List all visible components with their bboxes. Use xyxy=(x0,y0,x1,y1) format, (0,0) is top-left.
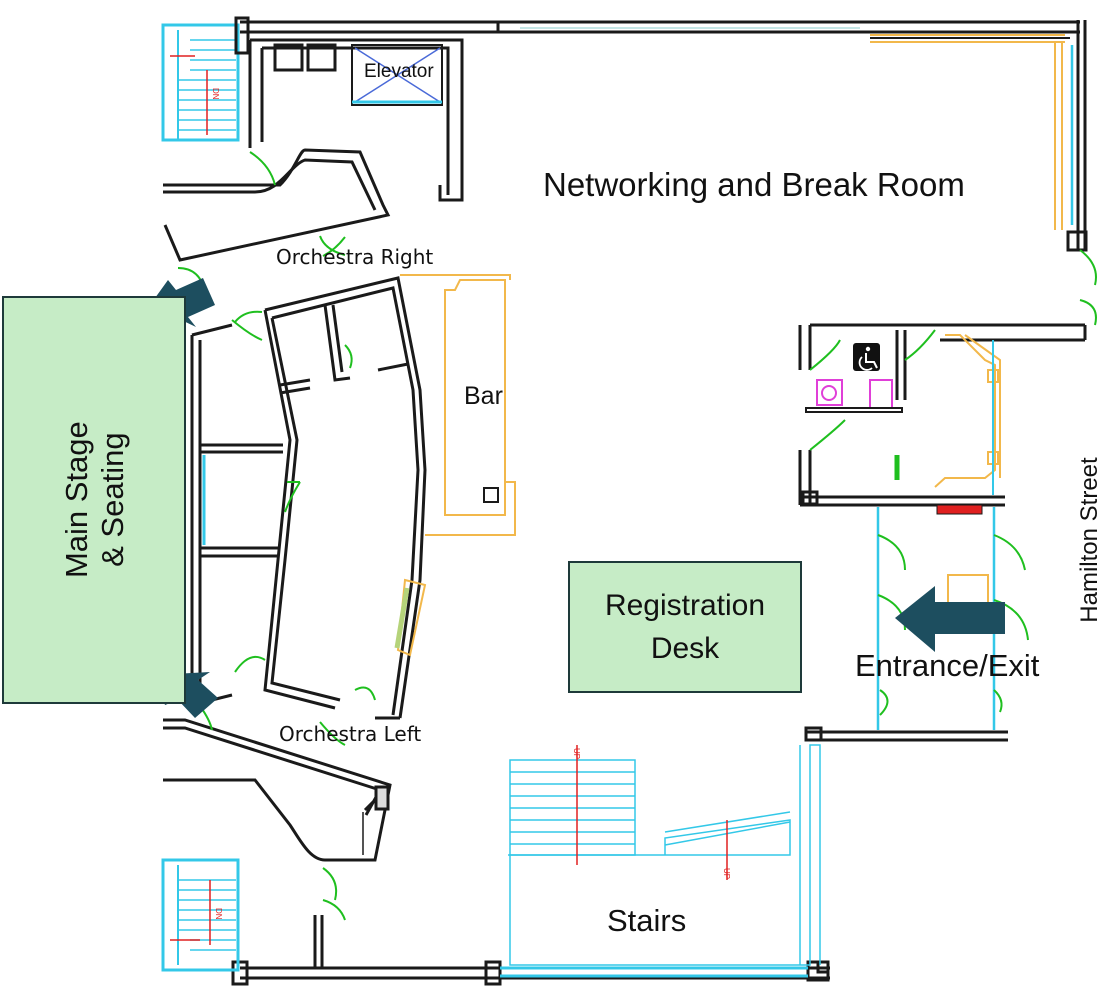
stair-up-mark-1: UP xyxy=(572,748,581,759)
reception-counter xyxy=(934,334,1001,621)
center-stairs xyxy=(500,744,821,978)
bottom-left-stairwell: DN xyxy=(161,858,240,972)
orchestra-left-label: Orchestra Left xyxy=(279,722,422,746)
stair-dn-mark-bottom: DN xyxy=(214,908,223,920)
window-wall xyxy=(870,34,1065,230)
registration-line1: Registration xyxy=(604,588,766,622)
door-swings xyxy=(177,151,1097,921)
stair-up-mark-2: UP xyxy=(722,868,731,879)
bar-label: Bar xyxy=(464,382,503,410)
hamilton-street-label: Hamilton Street xyxy=(1076,457,1103,623)
main-stage-line1: Main Stage xyxy=(58,421,94,579)
orchestra-rooms xyxy=(190,276,427,720)
registration-line2: Desk xyxy=(650,632,720,665)
orchestra-right-label: Orchestra Right xyxy=(276,245,434,269)
stair-dn-mark-top: DN xyxy=(211,88,220,100)
networking-room-label: Networking and Break Room xyxy=(543,166,965,203)
restroom xyxy=(805,379,903,480)
registration-desk-box: Registration Desk xyxy=(568,561,802,693)
walls xyxy=(163,16,1088,986)
wheelchair-icon xyxy=(853,343,880,371)
elevator-x-icon xyxy=(351,44,443,106)
arrow-entrance xyxy=(895,586,1005,652)
entrance-exit-label: Entrance/Exit xyxy=(855,648,1040,683)
main-stage-line2: & Seating xyxy=(93,432,129,568)
bar-counter xyxy=(396,274,516,657)
top-left-stairwell: DN xyxy=(161,23,240,142)
main-stage-label: Main Stage & Seating xyxy=(58,422,129,579)
stairs-label: Stairs xyxy=(607,903,687,938)
main-stage-box: Main Stage & Seating xyxy=(2,296,186,704)
elevator-label: Elevator xyxy=(364,61,434,82)
